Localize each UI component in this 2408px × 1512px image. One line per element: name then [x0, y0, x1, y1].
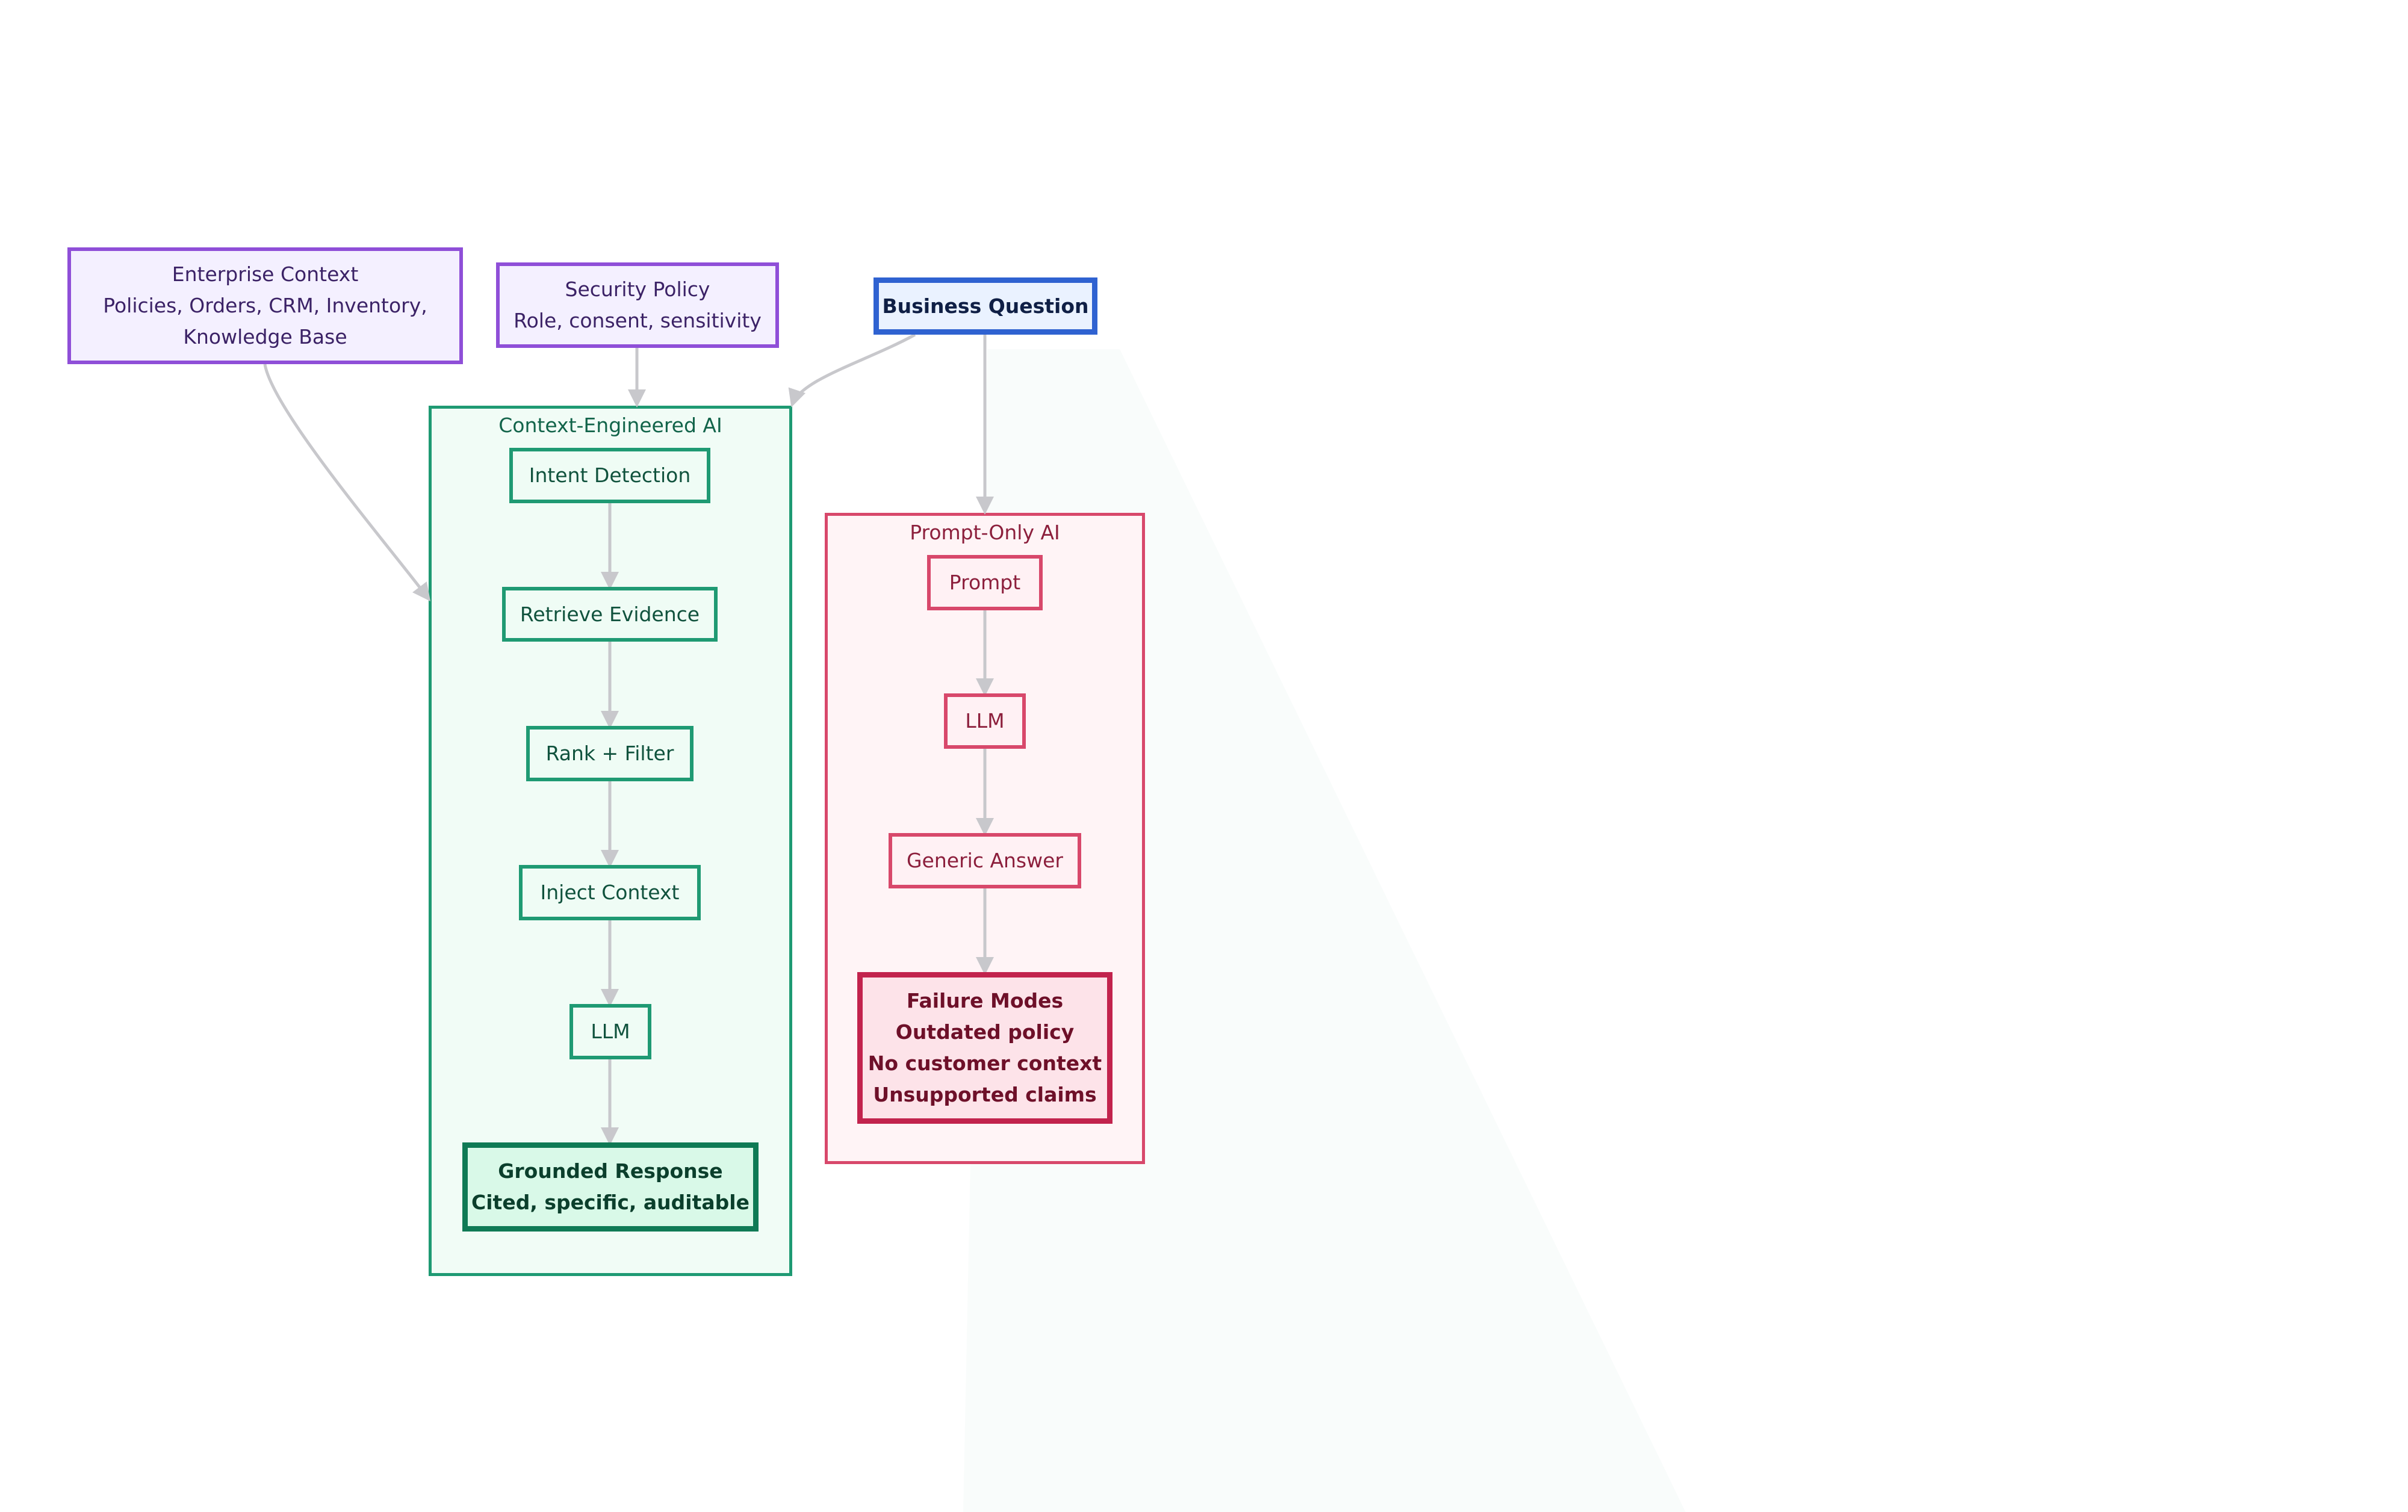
security-policy-detail: Role, consent, sensitivity	[514, 309, 762, 332]
prompt-label: Prompt	[949, 571, 1021, 594]
failure-modes-title: Failure Modes	[906, 989, 1064, 1012]
rank-filter-node: Rank + Filter	[526, 726, 694, 781]
context-llm-node: LLM	[569, 1004, 651, 1059]
prompt-only-title: Prompt-Only AI	[910, 521, 1060, 544]
generic-answer-node: Generic Answer	[889, 833, 1081, 888]
generic-answer-label: Generic Answer	[906, 849, 1063, 872]
enterprise-context-title: Enterprise Context	[172, 262, 359, 286]
security-policy-title: Security Policy	[565, 277, 710, 301]
retrieve-evidence-node: Retrieve Evidence	[502, 587, 718, 642]
enterprise-context-sources: Policies, Orders, CRM, Inventory,	[103, 294, 427, 317]
business-question-label: Business Question	[882, 294, 1089, 318]
failure-modes-node: Failure Modes Outdated policy No custome…	[857, 972, 1112, 1124]
inject-context-label: Inject Context	[540, 881, 680, 904]
context-llm-label: LLM	[591, 1020, 630, 1043]
grounded-response-detail: Cited, specific, auditable	[471, 1191, 749, 1214]
prompt-node: Prompt	[927, 555, 1043, 610]
business-question-node: Business Question	[874, 277, 1097, 335]
prompt-llm-label: LLM	[965, 709, 1005, 733]
grounded-response-title: Grounded Response	[498, 1159, 723, 1183]
rank-filter-label: Rank + Filter	[545, 742, 674, 765]
intent-detection-label: Intent Detection	[529, 463, 691, 487]
context-engineered-title: Context-Engineered AI	[498, 414, 722, 437]
failure-unsupported-claims: Unsupported claims	[873, 1083, 1097, 1106]
edge-enterprise-to-context	[263, 364, 431, 601]
failure-outdated-policy: Outdated policy	[895, 1020, 1075, 1044]
failure-no-customer-context: No customer context	[867, 1052, 1102, 1075]
prompt-llm-node: LLM	[944, 693, 1026, 749]
enterprise-context-node: Enterprise Context Policies, Orders, CRM…	[67, 247, 463, 364]
edge-question-to-context	[788, 333, 916, 407]
intent-detection-node: Intent Detection	[509, 448, 710, 503]
retrieve-evidence-label: Retrieve Evidence	[520, 602, 700, 626]
enterprise-context-knowledge: Knowledge Base	[183, 325, 347, 349]
grounded-response-node: Grounded Response Cited, specific, audit…	[462, 1142, 759, 1232]
inject-context-node: Inject Context	[519, 865, 701, 920]
security-policy-node: Security Policy Role, consent, sensitivi…	[496, 262, 779, 348]
